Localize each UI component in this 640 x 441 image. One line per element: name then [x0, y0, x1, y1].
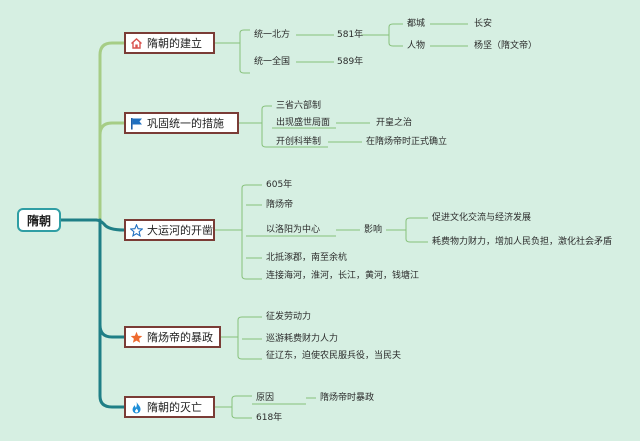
- leaf-line-b5: [215, 395, 252, 419]
- leaf-line-b5-1: [252, 397, 316, 405]
- node-year-589[interactable]: 589年: [337, 57, 364, 67]
- leaf-line-b1: [215, 29, 250, 74]
- star-outline-icon: [130, 223, 143, 237]
- node-impact-positive[interactable]: 促进文化交流与经济发展: [432, 213, 532, 223]
- node-exam-established[interactable]: 在隋炀帝时正式确立: [366, 137, 448, 147]
- node-year-605[interactable]: 605年: [266, 180, 293, 190]
- node-labor[interactable]: 征发劳动力: [266, 312, 312, 322]
- leaf-line-b2: [239, 105, 272, 148]
- leaf-line-b3: [215, 184, 262, 280]
- leaf-line-b1-1: [296, 23, 468, 47]
- star-filled-icon: [130, 331, 143, 344]
- leaf-line-b2-2: [272, 122, 370, 129]
- branch-label: 大运河的开凿: [147, 224, 213, 237]
- connector-to-branch-2: [98, 121, 126, 222]
- branch-node-tyranny[interactable]: 隋炀帝的暴政: [124, 326, 221, 348]
- node-changan[interactable]: 长安: [474, 19, 493, 29]
- node-prosperity[interactable]: 出现盛世局面: [276, 118, 331, 128]
- node-touring[interactable]: 巡游耗费财力人力: [266, 334, 339, 344]
- node-unify-country[interactable]: 统一全国: [254, 57, 291, 67]
- root-node[interactable]: 隋朝: [17, 208, 61, 232]
- branch-node-fall[interactable]: 隋朝的灭亡: [124, 396, 215, 418]
- node-yang-jian[interactable]: 杨坚（隋文帝）: [474, 41, 538, 51]
- node-year-618[interactable]: 618年: [256, 413, 283, 423]
- flag-icon: [130, 117, 143, 130]
- node-yangdi[interactable]: 隋炀帝: [266, 200, 294, 210]
- node-imperial-exam[interactable]: 开创科举制: [276, 137, 322, 147]
- node-capital[interactable]: 都城: [407, 19, 426, 29]
- connector-to-branch-5: [98, 323, 126, 409]
- node-person[interactable]: 人物: [407, 41, 426, 51]
- node-impact-negative[interactable]: 耗费物力财力，增加人民负担，激化社会矛盾: [432, 237, 613, 247]
- node-impact[interactable]: 影响: [364, 225, 383, 235]
- leaf-line-b4: [215, 316, 262, 360]
- connector-to-branch-4: [98, 218, 126, 339]
- connector-to-branch-3: [94, 218, 126, 232]
- branch-node-canal[interactable]: 大运河的开凿: [124, 219, 215, 241]
- branch-node-founding[interactable]: 隋朝的建立: [124, 32, 215, 54]
- node-kaihuang[interactable]: 开皇之治: [376, 118, 413, 128]
- branch-label: 隋炀帝的暴政: [147, 331, 213, 344]
- leaf-line-b3-2: [246, 204, 262, 259]
- node-year-581[interactable]: 581年: [337, 30, 364, 40]
- connector-to-branch-1: [98, 41, 126, 222]
- node-luoyang-center[interactable]: 以洛阳为中心: [266, 225, 321, 235]
- node-canal-extent[interactable]: 北抵涿郡，南至余杭: [266, 253, 348, 263]
- branch-label: 隋朝的灭亡: [147, 401, 202, 414]
- node-cause[interactable]: 原因: [256, 393, 275, 403]
- home-icon: [130, 37, 143, 50]
- leaf-line-b2-3: [272, 141, 362, 148]
- branch-label: 隋朝的建立: [147, 37, 202, 50]
- node-canal-rivers[interactable]: 连接海河，淮河，长江，黄河，钱塘江: [266, 271, 420, 281]
- node-liaodong[interactable]: 征辽东，迫使农民服兵役，当民夫: [266, 351, 402, 361]
- flame-icon: [130, 401, 143, 414]
- leaf-line-b3-3: [246, 217, 428, 243]
- node-three-departments[interactable]: 三省六部制: [276, 101, 322, 111]
- node-unify-north[interactable]: 统一北方: [254, 30, 291, 40]
- branch-label: 巩固统一的措施: [147, 117, 224, 130]
- branch-node-measures[interactable]: 巩固统一的措施: [124, 112, 239, 134]
- root-label: 隋朝: [26, 213, 51, 228]
- node-tyranny-cause[interactable]: 隋炀帝时暴政: [320, 393, 375, 403]
